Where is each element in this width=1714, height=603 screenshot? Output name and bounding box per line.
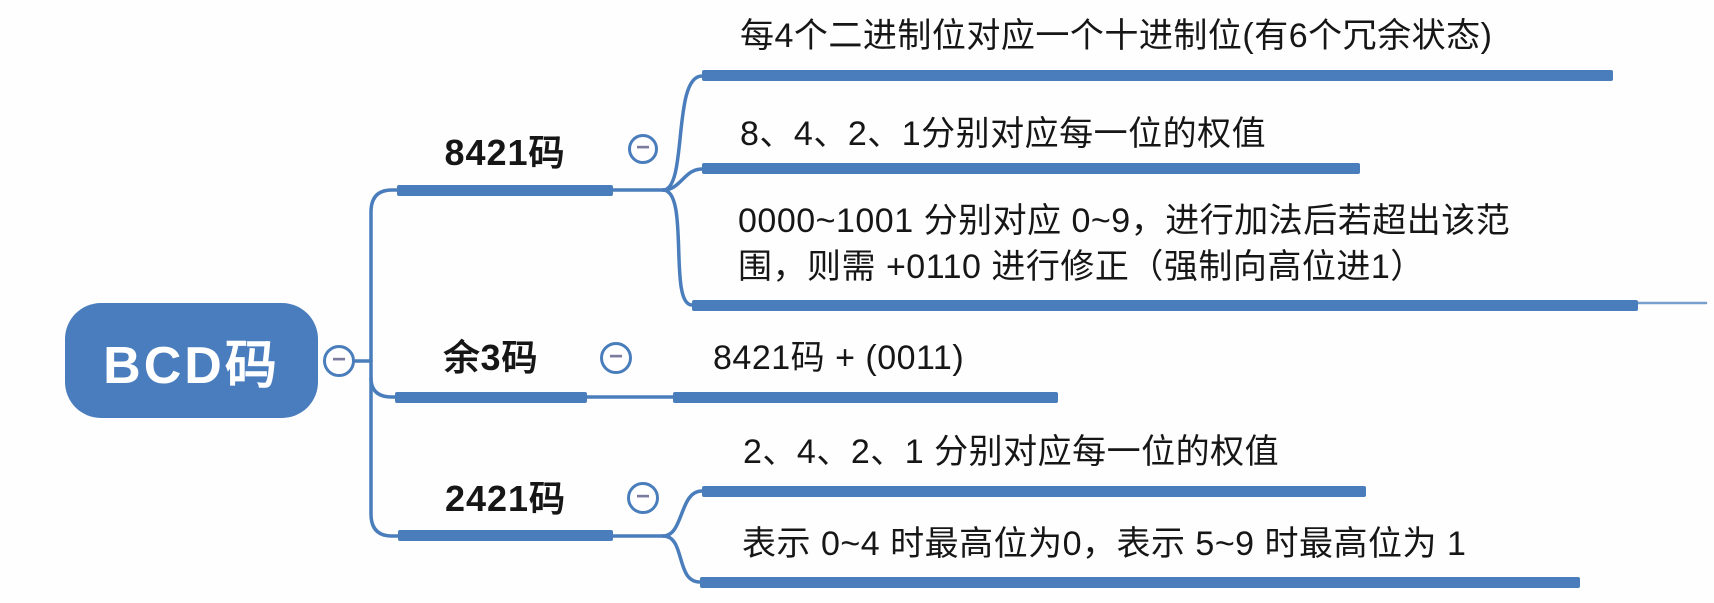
topic-8421[interactable]: 8421码 — [444, 132, 566, 173]
underline-8421 — [397, 185, 613, 196]
underline-8421-leaf1 — [702, 70, 1613, 81]
leaf-8421-2[interactable]: 8、4、2、1分别对应每一位的权值 — [740, 115, 1267, 153]
minus-icon: − — [608, 343, 623, 370]
root-node-bcd[interactable]: BCD码 — [65, 303, 318, 418]
underline-8421-leaf3 — [692, 300, 1638, 311]
collapse-button-root[interactable]: − — [323, 345, 355, 377]
underline-2421-leaf1 — [702, 486, 1366, 497]
collapse-button-8421[interactable]: − — [628, 134, 658, 164]
minus-icon: − — [331, 346, 346, 373]
root-node-label: BCD码 — [103, 337, 280, 395]
minus-icon: − — [635, 134, 650, 161]
collapse-button-2421[interactable]: − — [627, 482, 659, 514]
leaf-yu3-1[interactable]: 8421码 + (0011) — [713, 339, 965, 377]
underline-yu3 — [395, 392, 587, 403]
underline-8421-leaf2 — [702, 163, 1360, 174]
leaf-8421-3[interactable]: 0000~1001 分别对应 0~9，进行加法后若超出该范 围，则需 +0110… — [738, 198, 1510, 290]
underline-2421 — [398, 530, 613, 541]
underline-yu3-leaf1 — [673, 392, 1058, 403]
underline-2421-leaf2 — [700, 577, 1580, 588]
leaf-2421-1[interactable]: 2、4、2、1 分别对应每一位的权值 — [743, 433, 1280, 471]
minus-icon: − — [635, 483, 650, 510]
topic-2421[interactable]: 2421码 — [444, 478, 567, 519]
leaf-2421-2[interactable]: 表示 0~4 时最高位为0，表示 5~9 时最高位为 1 — [742, 525, 1467, 563]
collapse-button-yu3[interactable]: − — [600, 342, 632, 374]
leaf-8421-3-line1: 0000~1001 分别对应 0~9，进行加法后若超出该范 — [738, 202, 1511, 240]
topic-yu3[interactable]: 余3码 — [443, 337, 539, 378]
leaf-8421-1[interactable]: 每4个二进制位对应一个十进制位(有6个冗余状态) — [740, 17, 1493, 55]
leaf-8421-3-line2: 围，则需 +0110 进行修正（强制向高位进1） — [738, 248, 1425, 286]
